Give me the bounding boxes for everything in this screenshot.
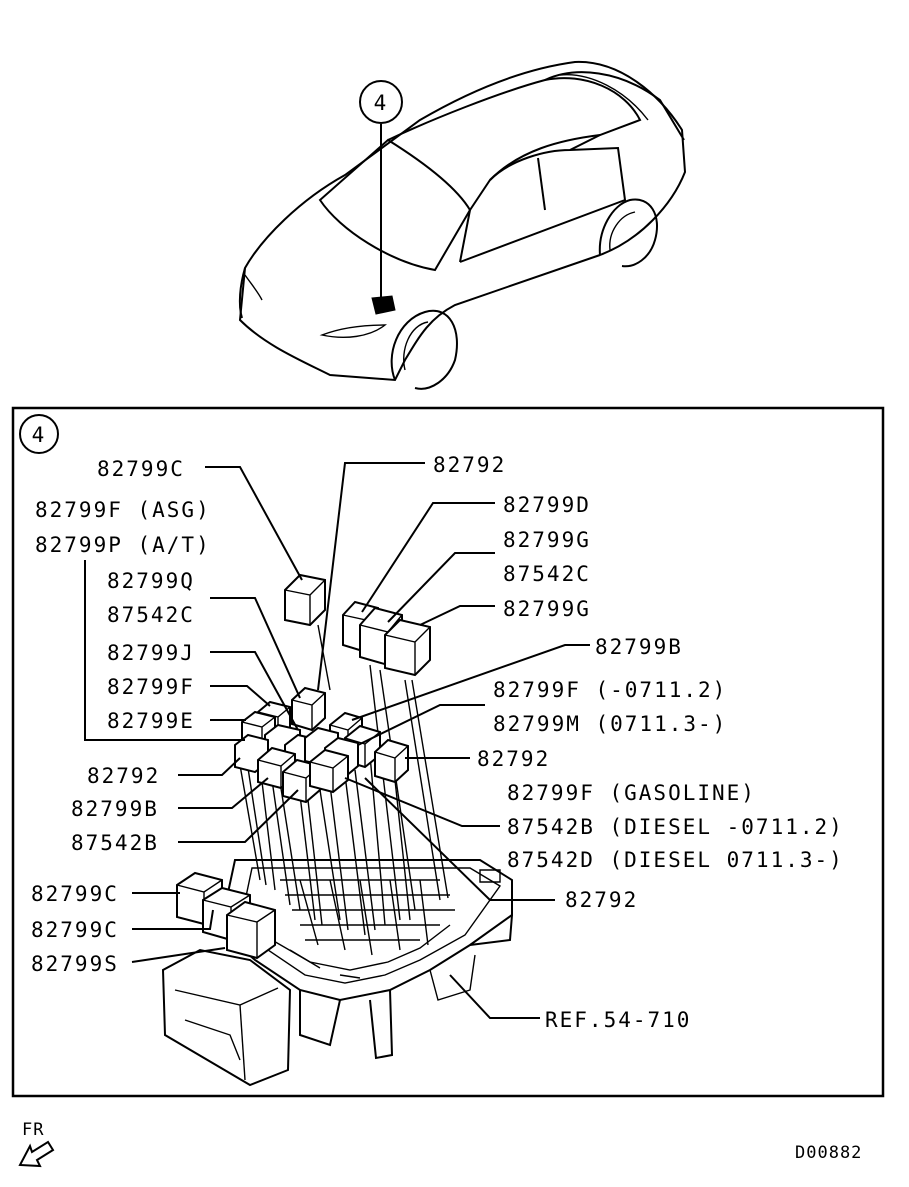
label-87542C-right: 87542C	[503, 562, 591, 586]
label-82792-right: 82792	[477, 747, 550, 771]
relay-82799Q	[291, 686, 326, 732]
label-82799F-left: 82799F	[107, 675, 195, 699]
relay-82799G	[384, 618, 431, 677]
car-illustration	[238, 60, 687, 390]
label-82799D: 82799D	[503, 493, 591, 517]
label-82799P-at: 82799P (A/T)	[35, 533, 211, 557]
svg-text:FR: FR	[22, 1120, 44, 1140]
svg-text:4: 4	[374, 91, 389, 115]
detail-panel-frame	[11, 406, 885, 1098]
label-87542B: 87542B	[71, 831, 159, 855]
label-82799E: 82799E	[107, 709, 195, 733]
label-82792-top: 82792	[433, 453, 506, 477]
label-82799G-2: 82799G	[503, 597, 591, 621]
label-82799F-asg: 82799F (ASG)	[35, 498, 211, 522]
label-82799B-right: 82799B	[595, 635, 683, 659]
diagram-code: D00882	[795, 1143, 862, 1163]
label-82799F-0711: 82799F (-0711.2)	[493, 678, 727, 702]
label-82799M: 82799M (0711.3-)	[493, 712, 727, 736]
label-82799Q: 82799Q	[107, 569, 195, 593]
part-labels: 82799C 82792 82799F (ASG) 82799P (A/T) 8…	[31, 453, 844, 1032]
label-ref-54-710: REF.54-710	[545, 1008, 691, 1032]
label-82799J: 82799J	[107, 641, 195, 665]
car-callout: 4	[359, 80, 403, 124]
label-82799B-left: 82799B	[71, 797, 159, 821]
label-82799C-lower-2: 82799C	[31, 918, 119, 942]
label-82799C-top: 82799C	[97, 457, 185, 481]
label-82792-bottom: 82792	[565, 888, 638, 912]
direction-indicator: FR	[18, 1120, 55, 1168]
label-82799F-gasoline: 82799F (GASOLINE)	[507, 781, 756, 805]
label-87542C-left: 87542C	[107, 603, 195, 627]
panel-callout: 4	[19, 414, 59, 454]
svg-text:4: 4	[32, 423, 47, 447]
relay-87542B-diesel	[309, 748, 349, 794]
relay-82799S	[226, 900, 276, 960]
front-arrow-icon	[18, 1140, 55, 1168]
leader-lines	[84, 462, 590, 1019]
label-82792-left: 82792	[87, 764, 160, 788]
label-87542D-diesel: 87542D (DIESEL 0711.3-)	[507, 848, 844, 872]
label-82799G-1: 82799G	[503, 528, 591, 552]
relay-82792-right	[374, 738, 409, 784]
relay-drop-lines	[239, 624, 449, 936]
label-87542B-diesel: 87542B (DIESEL -0711.2)	[507, 815, 844, 839]
label-82799C-lower-1: 82799C	[31, 882, 119, 906]
relay-82799C-top	[284, 573, 326, 627]
label-82799S: 82799S	[31, 952, 119, 976]
